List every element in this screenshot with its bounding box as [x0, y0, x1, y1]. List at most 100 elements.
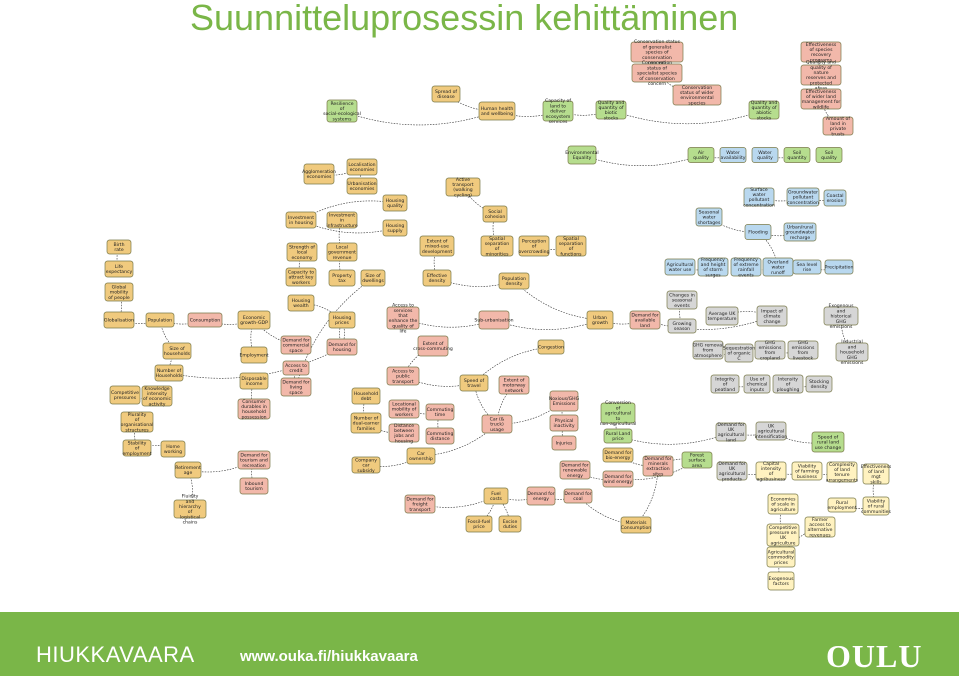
- node-box: [664, 258, 696, 276]
- node-label: Congestion: [538, 345, 564, 351]
- node-box: [667, 318, 697, 334]
- node-box: [666, 290, 698, 310]
- node-label: Population: [148, 318, 172, 324]
- node-box: [482, 205, 508, 223]
- node-box: [350, 412, 382, 434]
- node-box: [346, 177, 378, 195]
- node-label: Employment: [239, 353, 268, 359]
- node-box: [237, 398, 271, 420]
- node-box: [748, 100, 780, 120]
- node-box: [772, 374, 804, 394]
- node-box: [672, 84, 722, 106]
- node-box: [555, 235, 587, 257]
- node-label: Injuries: [556, 441, 573, 447]
- node-box: [326, 99, 358, 123]
- node-box: [417, 335, 449, 357]
- node-box: [285, 267, 317, 287]
- node-box: [822, 116, 854, 136]
- node-box: [351, 456, 381, 474]
- connector-line: [818, 51, 822, 76]
- node-box: [431, 85, 461, 103]
- node-box: [786, 187, 820, 207]
- node-box: [160, 440, 186, 458]
- node-box: [154, 364, 184, 382]
- node-box: [237, 310, 271, 330]
- connector-line: [581, 154, 702, 167]
- node-box: [326, 338, 358, 356]
- node-box: [642, 455, 674, 477]
- node-box: [767, 571, 795, 591]
- node-box: [823, 306, 859, 326]
- node-consumption: Consumption: [187, 312, 223, 328]
- node-box: [811, 431, 845, 453]
- node-box: [141, 385, 173, 407]
- node-label: Sub-urbanisation: [474, 318, 513, 324]
- node-box: [104, 260, 134, 278]
- node-box: [827, 497, 857, 513]
- footer-url-link[interactable]: www.ouka.fi/hiukkavaara: [240, 648, 418, 665]
- node-box: [498, 272, 530, 290]
- node-box: [791, 461, 823, 481]
- footer-brand: HIUKKAVAARA: [36, 642, 195, 667]
- node-box: [567, 145, 597, 165]
- node-box: [755, 421, 787, 441]
